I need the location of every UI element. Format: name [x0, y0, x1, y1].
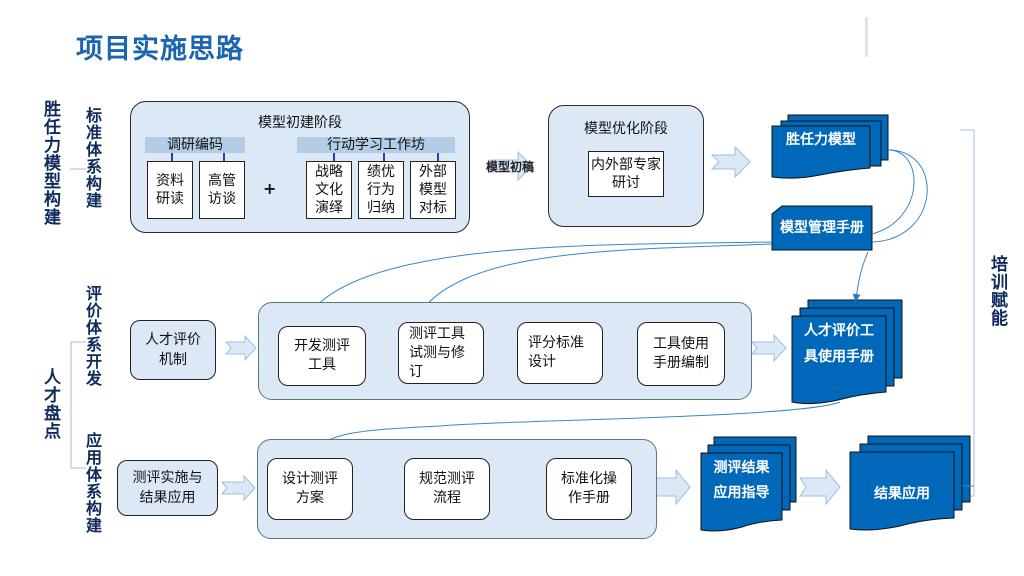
- arrow-draft: [489, 150, 533, 182]
- box-executive-interview: 高管 访谈: [199, 161, 245, 219]
- box-expert-discussion: 内外部专家 研讨: [588, 151, 664, 197]
- step-standard-process: 规范测评 流程: [404, 458, 490, 520]
- doc-result-guide-label-1: 测评结果: [713, 460, 770, 476]
- arrow-row2-in: [224, 334, 257, 362]
- draft-model-label: 模型初稿: [486, 160, 535, 174]
- label-training-empowerment: 培训赋能: [987, 255, 1007, 327]
- bracket-group2: [70, 341, 86, 469]
- arrow-row3-out: [799, 468, 841, 506]
- connector-manual-to-talent-doc: [852, 251, 869, 302]
- label-talent-review: 人才盘点: [40, 368, 60, 440]
- doc-model-manual: [771, 205, 873, 251]
- doc-talent-tool-manual: [791, 299, 903, 405]
- step-tool-manual: 工具使用 手册编制: [637, 322, 725, 386]
- doc-competency-model-label: 胜任力模型: [786, 132, 856, 148]
- band-research-coding: 调研编码: [145, 137, 245, 153]
- band-action-learning: 行动学习工作坊: [297, 137, 455, 153]
- label-competency-model: 胜任力模型构建: [40, 100, 60, 226]
- connector-model-to-manual-a: [871, 149, 915, 235]
- label-standard-system: 标准体系构建: [83, 107, 102, 209]
- phase1-panel: 模型初建阶段 调研编码 行动学习工作坊 资料 研读 高管 访谈 + 战略 文化 …: [130, 101, 470, 233]
- band-tick: [333, 153, 335, 161]
- step-develop-tool: 开发测评 工具: [278, 326, 366, 386]
- page-title: 项目实施思路: [76, 34, 244, 65]
- doc-talent-tool-manual-label-1: 人才评价工: [804, 323, 874, 339]
- band-tick: [171, 153, 173, 161]
- arrow-row3-in: [220, 474, 256, 502]
- arrow-to-competency: [710, 145, 751, 179]
- phase1-title: 模型初建阶段: [258, 115, 342, 131]
- box-document-study: 资料 研读: [147, 161, 193, 219]
- band-tick: [383, 153, 385, 161]
- label-application-system: 应用体系构建: [83, 432, 102, 534]
- doc-result-application-label: 结果应用: [874, 486, 930, 502]
- arrow-row2-out: [750, 333, 787, 363]
- plus-sign: +: [263, 179, 277, 198]
- doc-competency-model: [771, 114, 889, 179]
- band-tick: [223, 153, 225, 161]
- input-assessment-application: 测评实施与 结果应用: [117, 460, 218, 516]
- step-tool-trial: 测评工具 试测与修 订: [398, 322, 484, 384]
- connector-talent-doc-to-design: [309, 401, 841, 462]
- doc-result-guide-label-2: 应用指导: [713, 485, 770, 501]
- box-strategy-culture: 战略 文化 演绎: [306, 161, 352, 219]
- phase2-title: 模型优化阶段: [584, 121, 668, 137]
- step-sop-manual: 标准化操 作手册: [546, 458, 632, 520]
- step-design-plan: 设计测评 方案: [267, 458, 353, 520]
- band-tick: [437, 153, 439, 161]
- doc-model-manual-label: 模型管理手册: [780, 220, 864, 236]
- doc-result-guide: [700, 436, 797, 532]
- connector-manual-to-trial: [415, 243, 773, 320]
- connector-model-to-manual-b: [871, 149, 928, 243]
- connector-manual-to-dev-tool: [305, 241, 773, 320]
- doc-talent-tool-manual-label-2: 具使用手册: [804, 349, 874, 365]
- step-scoring-standard: 评分标准 设计: [517, 322, 603, 384]
- label-evaluation-system: 评价体系开发: [83, 285, 102, 387]
- doc-result-application: [849, 435, 971, 531]
- phase2-panel: 模型优化阶段 内外部专家 研讨: [548, 105, 704, 227]
- header-divider: [865, 17, 868, 57]
- input-talent-mechanism: 人才评价 机制: [130, 320, 216, 380]
- box-external-benchmark: 外部 模型 对标: [410, 161, 456, 219]
- box-top-performer: 绩优 行为 归纳: [358, 161, 404, 219]
